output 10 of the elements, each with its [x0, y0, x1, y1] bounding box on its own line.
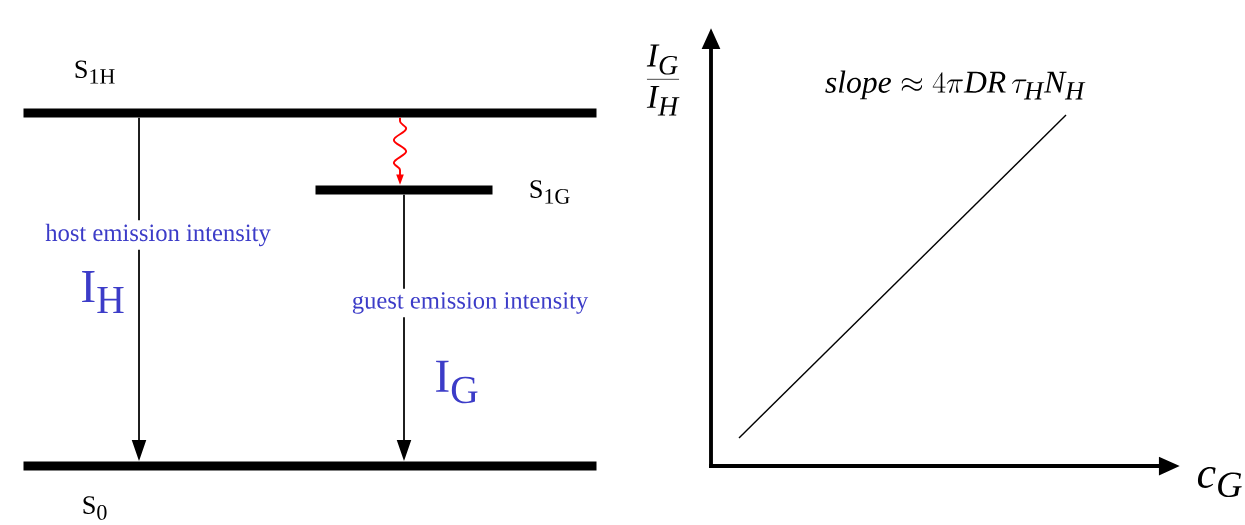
intensity-symbol: I$_{H}$: [82, 271, 124, 313]
level-label: S$_{1G}$: [530, 180, 570, 204]
edge-label: guest emission intensity: [348, 288, 592, 318]
axis-label: $c_G$: [1197, 466, 1242, 498]
level-label: S$_{0}$: [83, 496, 107, 520]
slope-formula: $\mathit{slope}\approx 4\pi DR\,\tau_{H}N_{H}$: [825, 70, 1086, 100]
axis-label: $\frac{I_G}{I_H}$: [646, 44, 680, 116]
level-label: S$_{1H}$: [75, 60, 115, 84]
intensity-symbol: I$_{G}$: [436, 360, 478, 404]
edge-label: host emission intensity: [41, 220, 275, 250]
